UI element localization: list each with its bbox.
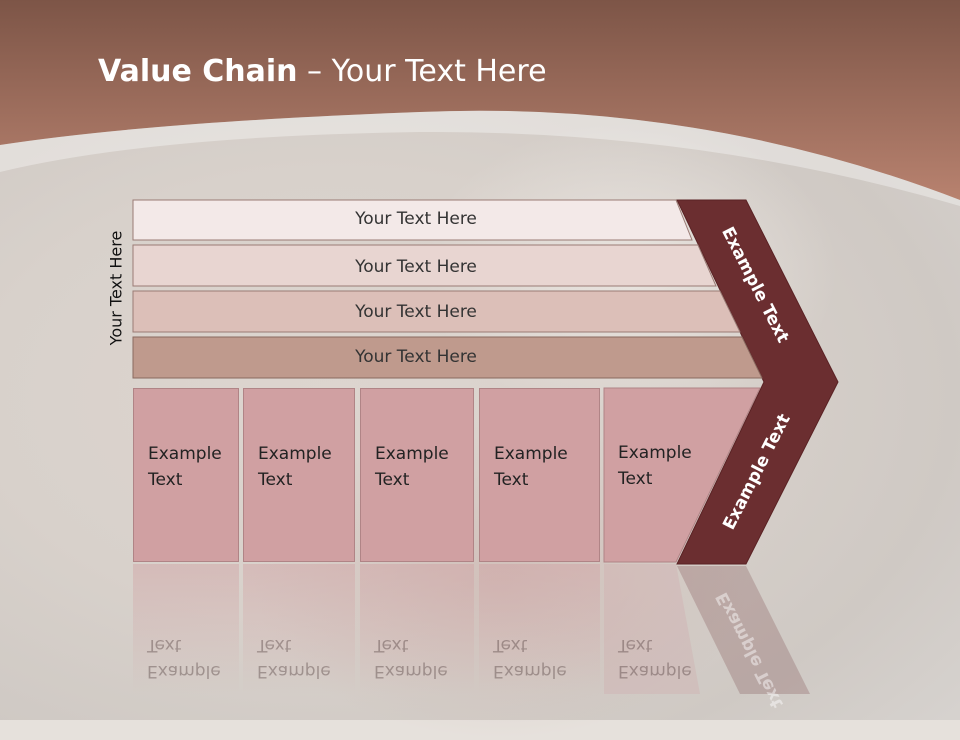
bar-2 xyxy=(132,244,717,287)
bar-3 xyxy=(132,290,741,333)
page-title: Value Chain – Your Text Here xyxy=(98,54,547,89)
bar-4 xyxy=(132,336,763,379)
bar-3-label: Your Text Here xyxy=(355,302,477,322)
bar-2-label: Your Text Here xyxy=(355,257,477,277)
bar-4-label: Your Text Here xyxy=(355,347,477,367)
chevron-reflection xyxy=(677,566,810,694)
bar-1-label: Your Text Here xyxy=(355,209,477,229)
box-5-reflection xyxy=(604,564,700,694)
bar-1 xyxy=(132,199,693,241)
title-bold: Value Chain xyxy=(98,54,298,89)
header-band xyxy=(0,0,960,206)
title-rest: – Your Text Here xyxy=(297,54,547,89)
chevron-arrow xyxy=(676,199,839,565)
value-chain-diagram xyxy=(132,199,839,694)
box-5-shape xyxy=(603,387,761,563)
